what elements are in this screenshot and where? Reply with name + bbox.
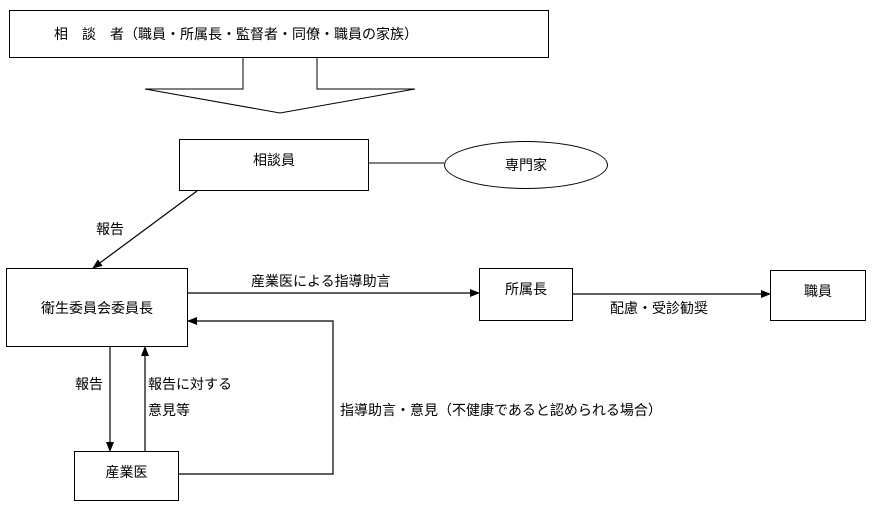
label-guidance-opinion: 指導助言・意見（不健康であると認められる場合） xyxy=(340,403,662,419)
node-counselor-label: 相談員 xyxy=(253,153,295,169)
arrow-doctor-loop-to-chair xyxy=(178,317,334,475)
big-down-arrow xyxy=(144,58,416,114)
label-opinion-line2: 意見等 xyxy=(148,403,190,419)
node-consulter-label: 相 談 者（職員・所属長・監督者・同僚・職員の家族） xyxy=(54,27,418,43)
label-report-doctor: 報告 xyxy=(75,377,103,393)
node-consulter: 相 談 者（職員・所属長・監督者・同僚・職員の家族） xyxy=(9,10,549,58)
node-chair-label: 衛生委員会委員長 xyxy=(41,300,153,317)
node-doctor-label: 産業医 xyxy=(105,465,148,481)
node-chair: 衛生委員会委員長 xyxy=(6,268,188,347)
node-expert: 専門家 xyxy=(444,141,608,189)
node-manager-label: 所属長 xyxy=(505,282,547,298)
node-expert-label: 専門家 xyxy=(505,158,547,174)
label-report-counselor: 報告 xyxy=(96,222,124,238)
node-counselor: 相談員 xyxy=(179,139,369,191)
label-opinion-line1: 報告に対する xyxy=(148,377,232,393)
node-doctor: 産業医 xyxy=(74,451,179,501)
node-manager: 所属長 xyxy=(479,268,573,321)
label-guidance-doctor: 産業医による指導助言 xyxy=(251,274,391,290)
node-staff-label: 職員 xyxy=(804,284,832,300)
label-care: 配慮・受診勧奨 xyxy=(610,301,708,317)
node-staff: 職員 xyxy=(770,270,866,321)
arrow-counselor-to-chair xyxy=(92,190,198,269)
